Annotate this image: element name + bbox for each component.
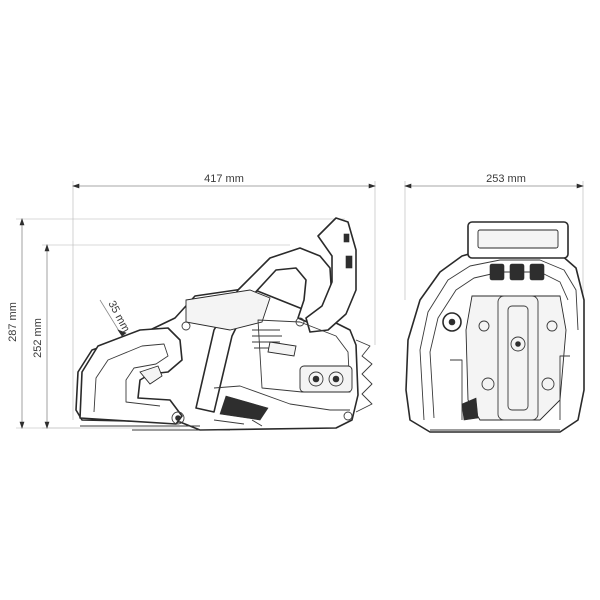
chain-brake <box>305 217 357 333</box>
dimension-width-front: 253 mm <box>404 173 584 300</box>
bucking-spikes <box>355 339 373 413</box>
dimension-height-total: 287 mm <box>7 218 345 429</box>
vent <box>529 263 545 281</box>
muffler <box>299 365 353 393</box>
rear-handle <box>79 327 183 425</box>
handle-diameter-label: 35 mm <box>105 299 131 334</box>
dimension-height-body: 252 mm <box>32 244 290 429</box>
front-handle-loop <box>419 259 579 421</box>
height-body-label: 252 mm <box>32 318 44 358</box>
throttle-trigger <box>139 365 163 385</box>
vent <box>489 263 505 281</box>
front-view <box>405 221 585 433</box>
height-total-label: 287 mm <box>7 302 19 342</box>
dimension-width-side: 417 mm <box>72 173 376 420</box>
vent <box>509 263 525 281</box>
width-side-label: 417 mm <box>204 173 244 185</box>
width-front-label: 253 mm <box>486 173 526 185</box>
side-view <box>75 217 373 431</box>
